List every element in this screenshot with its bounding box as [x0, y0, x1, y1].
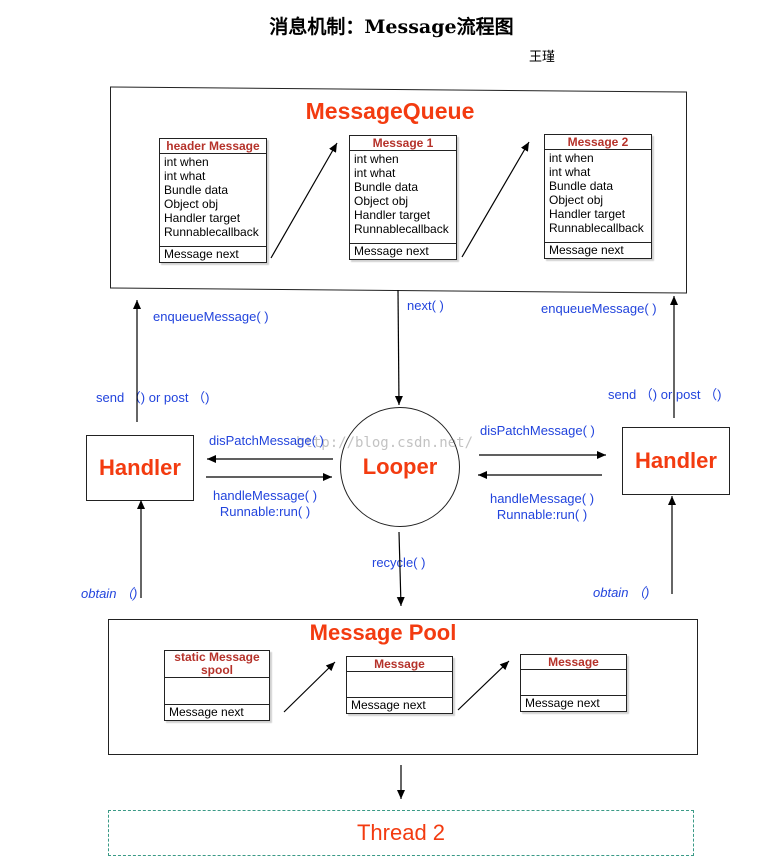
send-right-label: send （) or post （): [608, 387, 722, 402]
queue-message-2: Message 2 int when int what Bundle data …: [544, 134, 652, 259]
class-header: Message: [347, 657, 452, 672]
handle-right-label: handleMessage( ) Runnable:run( ): [485, 491, 599, 523]
field-what: int what: [164, 169, 206, 183]
field-when: int when: [164, 155, 209, 169]
pool-link-arrow-2: [457, 660, 510, 711]
pool-link-arrow-1: [283, 661, 336, 713]
looper-circle: Looper: [340, 407, 460, 527]
field-target: Handler target: [549, 207, 626, 221]
recycle-label: recycle( ): [372, 555, 426, 570]
handler-left-box: Handler: [86, 435, 194, 501]
field-next: Message next: [160, 246, 266, 262]
handler-left-label: Handler: [99, 455, 181, 480]
field-when: int when: [354, 152, 399, 166]
queue-message-1: Message 1 int when int what Bundle data …: [349, 135, 457, 260]
message-queue-title: MessageQueue: [305, 98, 475, 124]
runnable-run-text: Runnable:run( ): [219, 504, 311, 519]
recycle-arrow: [396, 531, 405, 607]
class-header: static Message spool: [165, 651, 269, 678]
handler-right-label: Handler: [635, 448, 717, 473]
dispatch-right-label: disPatchMessage( ): [480, 423, 595, 438]
field-list: int when int what Bundle data Object obj…: [350, 151, 456, 243]
next-label: next( ): [407, 298, 444, 313]
field-callback: Runnablecallback: [354, 222, 449, 236]
field-next: Message next: [545, 242, 651, 258]
obtain-right-label: obtain （): [593, 585, 650, 600]
thread-label: Thread 2: [356, 820, 446, 845]
thread-box: Thread 2: [108, 810, 694, 856]
handler-right-box: Handler: [622, 427, 730, 495]
field-target: Handler target: [354, 208, 431, 222]
field-next: Message next: [165, 704, 269, 720]
field-list: int when int what Bundle data Object obj…: [160, 154, 266, 246]
obtain-left-label: obtain （): [81, 586, 138, 601]
field-what: int what: [354, 166, 396, 180]
field-next: Message next: [521, 695, 626, 711]
field-target: Handler target: [164, 211, 241, 225]
send-left-label: send （) or post （): [96, 390, 210, 405]
next-arrow: [394, 289, 403, 406]
field-data: Bundle data: [354, 180, 419, 194]
queue-link-arrow-1: [270, 142, 338, 259]
field-next: Message next: [350, 243, 456, 259]
class-header: Message 2: [545, 135, 651, 150]
page-title: 消息机制：Message流程图: [269, 16, 514, 38]
author-name: 王瑾: [529, 50, 556, 65]
handle-message-text: handleMessage( ): [489, 491, 595, 506]
field-callback: Runnablecallback: [549, 221, 644, 235]
looper-label: Looper: [362, 454, 438, 479]
field-data: Bundle data: [164, 183, 229, 197]
class-header: Message 1: [350, 136, 456, 151]
field-obj: Object obj: [354, 194, 409, 208]
field-callback: Runnablecallback: [164, 225, 259, 239]
handle-left-label: handleMessage( ) Runnable:run( ): [208, 488, 322, 520]
watermark: http://blog.csdn.net/: [296, 435, 474, 451]
message-pool-title: Message Pool: [309, 620, 457, 645]
enqueue-left-label: enqueueMessage( ): [153, 309, 269, 324]
runnable-run-text: Runnable:run( ): [496, 507, 588, 522]
field-list: int when int what Bundle data Object obj…: [545, 150, 651, 242]
class-header: header Message: [160, 139, 266, 154]
field-data: Bundle data: [549, 179, 614, 193]
queue-link-arrow-2: [461, 141, 530, 258]
field-obj: Object obj: [164, 197, 219, 211]
field-next: Message next: [347, 697, 452, 713]
class-header: Message: [521, 655, 626, 670]
field-when: int when: [549, 151, 594, 165]
pool-message-2: Message Message next: [520, 654, 627, 712]
queue-message-header: header Message int when int what Bundle …: [159, 138, 267, 263]
pool-message-1: Message Message next: [346, 656, 453, 714]
enqueue-right-label: enqueueMessage( ): [541, 301, 657, 316]
dispatch-left-label: disPatchMessage( ): [209, 433, 324, 448]
field-obj: Object obj: [549, 193, 604, 207]
field-what: int what: [549, 165, 591, 179]
pool-message-static: static Message spool Message next: [164, 650, 270, 721]
handle-message-text: handleMessage( ): [212, 488, 318, 503]
